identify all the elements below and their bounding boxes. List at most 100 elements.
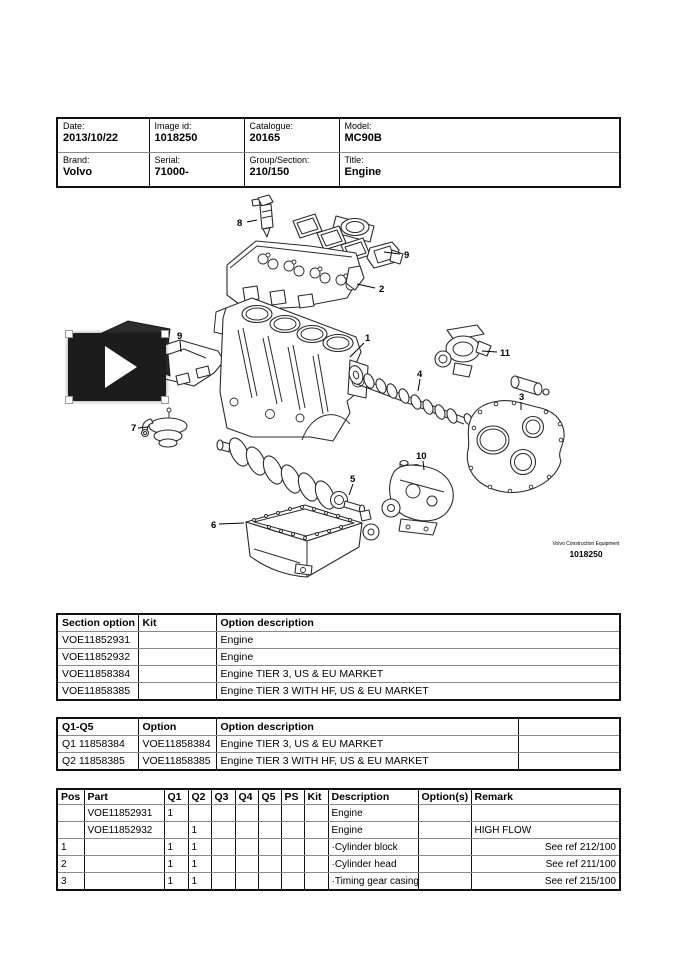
table-row: VOE11852932 Engine <box>56 648 621 666</box>
field-value: 20165 <box>249 132 281 144</box>
field-label: Group/Section: <box>249 155 310 165</box>
cell <box>210 872 236 891</box>
cell <box>234 855 259 873</box>
cell-brand: Brand: Volvo <box>56 152 150 188</box>
cell: 1 <box>56 838 85 856</box>
cell: VOE11852932 <box>56 648 139 666</box>
cell: ·Timing gear casing <box>327 872 419 891</box>
callout-8: 8 <box>237 218 242 229</box>
exhaust-manifold-drawing <box>292 213 404 269</box>
cylinder-block-drawing <box>213 297 369 442</box>
table-row: VOE11852931 1 Engine <box>56 804 621 822</box>
cell <box>163 821 189 839</box>
table-row: VOE11852932 1 Engine HIGH FLOW <box>56 821 621 839</box>
cell-title: Title: Engine <box>338 152 621 188</box>
field-label: Date: <box>63 121 85 131</box>
cell: Engine TIER 3, US & EU MARKET <box>215 735 519 753</box>
callout-1: 1 <box>365 333 371 344</box>
cell <box>56 804 85 822</box>
field-label: Title: <box>344 155 364 165</box>
callouts: 8 9 2 9 1 11 4 3 7 5 6 <box>131 218 524 531</box>
water-pump-drawing <box>434 324 492 378</box>
selection-handle-top-left <box>65 330 73 338</box>
header-cell: Option(s) <box>417 788 472 805</box>
cell <box>257 855 282 873</box>
cell <box>137 682 217 701</box>
header-cell: Q3 <box>210 788 236 805</box>
callout-7: 7 <box>131 423 136 434</box>
cell <box>417 872 472 891</box>
cell <box>303 838 329 856</box>
header-info-table: Date: 2013/10/22 Image id: 1018250 Catal… <box>56 117 621 188</box>
cell <box>187 804 212 822</box>
header-cell: Pos <box>56 788 85 805</box>
cell-group-section: Group/Section: 210/150 <box>243 152 340 188</box>
table-row: Q2 11858385 VOE11858385 Engine TIER 3 WI… <box>56 752 621 771</box>
field-value: 1018250 <box>154 132 198 144</box>
header-cell: Description <box>327 788 419 805</box>
cell-model: Model: MC90B <box>338 117 621 153</box>
cell: Engine TIER 3, US & EU MARKET <box>215 665 621 683</box>
selection-handle-bottom-right <box>161 396 169 404</box>
selection-handle-top-right <box>161 330 169 338</box>
table-row: Date: 2013/10/22 Image id: 1018250 Catal… <box>56 117 621 153</box>
field-value: MC90B <box>344 132 382 144</box>
camshaft-plug-drawing <box>510 375 550 396</box>
cell: Engine <box>327 821 419 839</box>
cell <box>257 821 282 839</box>
header-cell: Kit <box>137 613 217 632</box>
oil-pan-drawing <box>245 504 363 578</box>
cell: VOE11858384 <box>56 665 139 683</box>
cell: See ref 212/100 <box>470 838 621 856</box>
field-label: Serial: <box>154 155 181 165</box>
cell <box>303 804 329 822</box>
cell: 1 <box>187 838 212 856</box>
table-row: 1 1 1 ·Cylinder block See ref 212/100 <box>56 838 621 856</box>
cell: 1 <box>187 821 212 839</box>
cell: Engine <box>327 804 419 822</box>
header-cell: Q5 <box>257 788 282 805</box>
cell <box>303 821 329 839</box>
cell <box>517 752 621 771</box>
video-play-overlay[interactable] <box>65 330 169 404</box>
field-value: 210/150 <box>249 166 290 178</box>
cell: 1 <box>163 855 189 873</box>
cell: VOE11858385 <box>137 752 217 771</box>
callout-2: 2 <box>379 284 384 295</box>
cell: VOE11858384 <box>137 735 217 753</box>
header-cell: PS <box>280 788 305 805</box>
cell <box>257 838 282 856</box>
crankshaft-drawing <box>216 437 366 514</box>
cell <box>83 872 165 891</box>
cell <box>210 855 236 873</box>
cell: ·Cylinder block <box>327 838 419 856</box>
table-row: Q1 11858384 VOE11858384 Engine TIER 3, U… <box>56 735 621 753</box>
cell: Q2 11858385 <box>56 752 139 771</box>
cell <box>470 804 621 822</box>
header-cell: Part <box>83 788 165 805</box>
cylinder-head-drawing <box>226 240 365 311</box>
cell <box>303 855 329 873</box>
cell: HIGH FLOW <box>470 821 621 839</box>
callout-9-manifold: 9 <box>404 250 409 261</box>
cell <box>137 648 217 666</box>
callout-3: 3 <box>519 392 524 403</box>
cell-image-id: Image id: 1018250 <box>148 117 245 153</box>
callout-10: 10 <box>416 451 427 462</box>
callout-11: 11 <box>500 348 511 359</box>
cell: VOE11852932 <box>83 821 165 839</box>
callout-5: 5 <box>350 474 356 485</box>
play-icon[interactable] <box>105 346 137 388</box>
cell: 1 <box>163 872 189 891</box>
table-row: VOE11858384 Engine TIER 3, US & EU MARKE… <box>56 665 621 683</box>
imprint: Volvo Construction Equipment 1018250 <box>550 541 622 558</box>
header-cell: Kit <box>303 788 329 805</box>
table-header-row: Q1-Q5 Option Option description <box>56 717 621 736</box>
cell: 1 <box>187 872 212 891</box>
cell: See ref 215/100 <box>470 872 621 891</box>
imprint-brand: Volvo Construction Equipment <box>552 541 620 547</box>
cell <box>137 631 217 649</box>
cell: ·Cylinder head <box>327 855 419 873</box>
injection-pump-drawing <box>359 459 454 541</box>
